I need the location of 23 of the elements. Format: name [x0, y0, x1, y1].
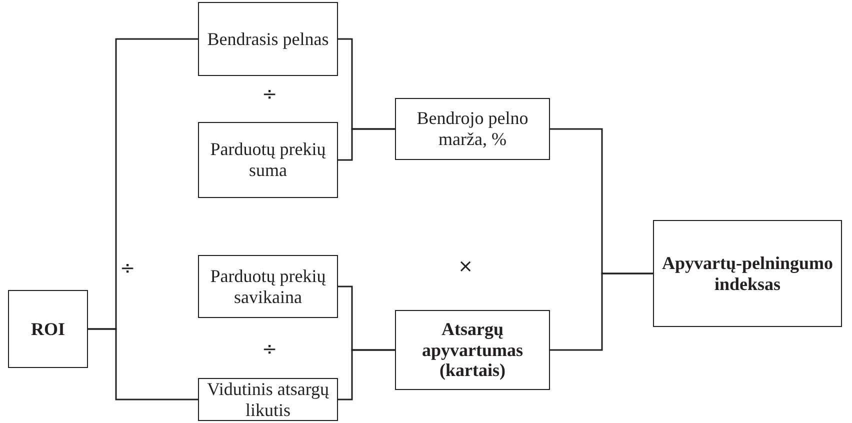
formula-box [653, 220, 842, 327]
box-text: Bendrasis pelnas [207, 28, 329, 50]
operator-sign: ÷ [262, 86, 278, 104]
box-text: Apyvartų-pelningumo indeksas [660, 252, 834, 294]
box-text: Parduotų prekių suma [209, 139, 327, 181]
box-text: Atsargų apyvartumas (kartais) [420, 318, 524, 382]
connector-line [88, 328, 198, 400]
formula-box [395, 310, 550, 390]
formula-box [8, 290, 88, 368]
formula-box [198, 122, 338, 198]
operator-sign: × [458, 258, 474, 276]
operator-sign: ÷ [262, 341, 278, 359]
box-text: Parduotų prekių savikaina [209, 266, 327, 308]
operator-sign: ÷ [120, 260, 136, 278]
box-text: Bendrojo pelno marža, % [416, 108, 530, 150]
box-text: Vidutinis atsargų likutis [206, 378, 330, 420]
connector-line [338, 349, 395, 400]
connector-line [338, 128, 395, 161]
connector-line [550, 272, 653, 351]
formula-box [395, 98, 550, 160]
box-text: ROI [30, 318, 65, 340]
formula-box [198, 255, 338, 318]
formula-box [198, 2, 338, 76]
